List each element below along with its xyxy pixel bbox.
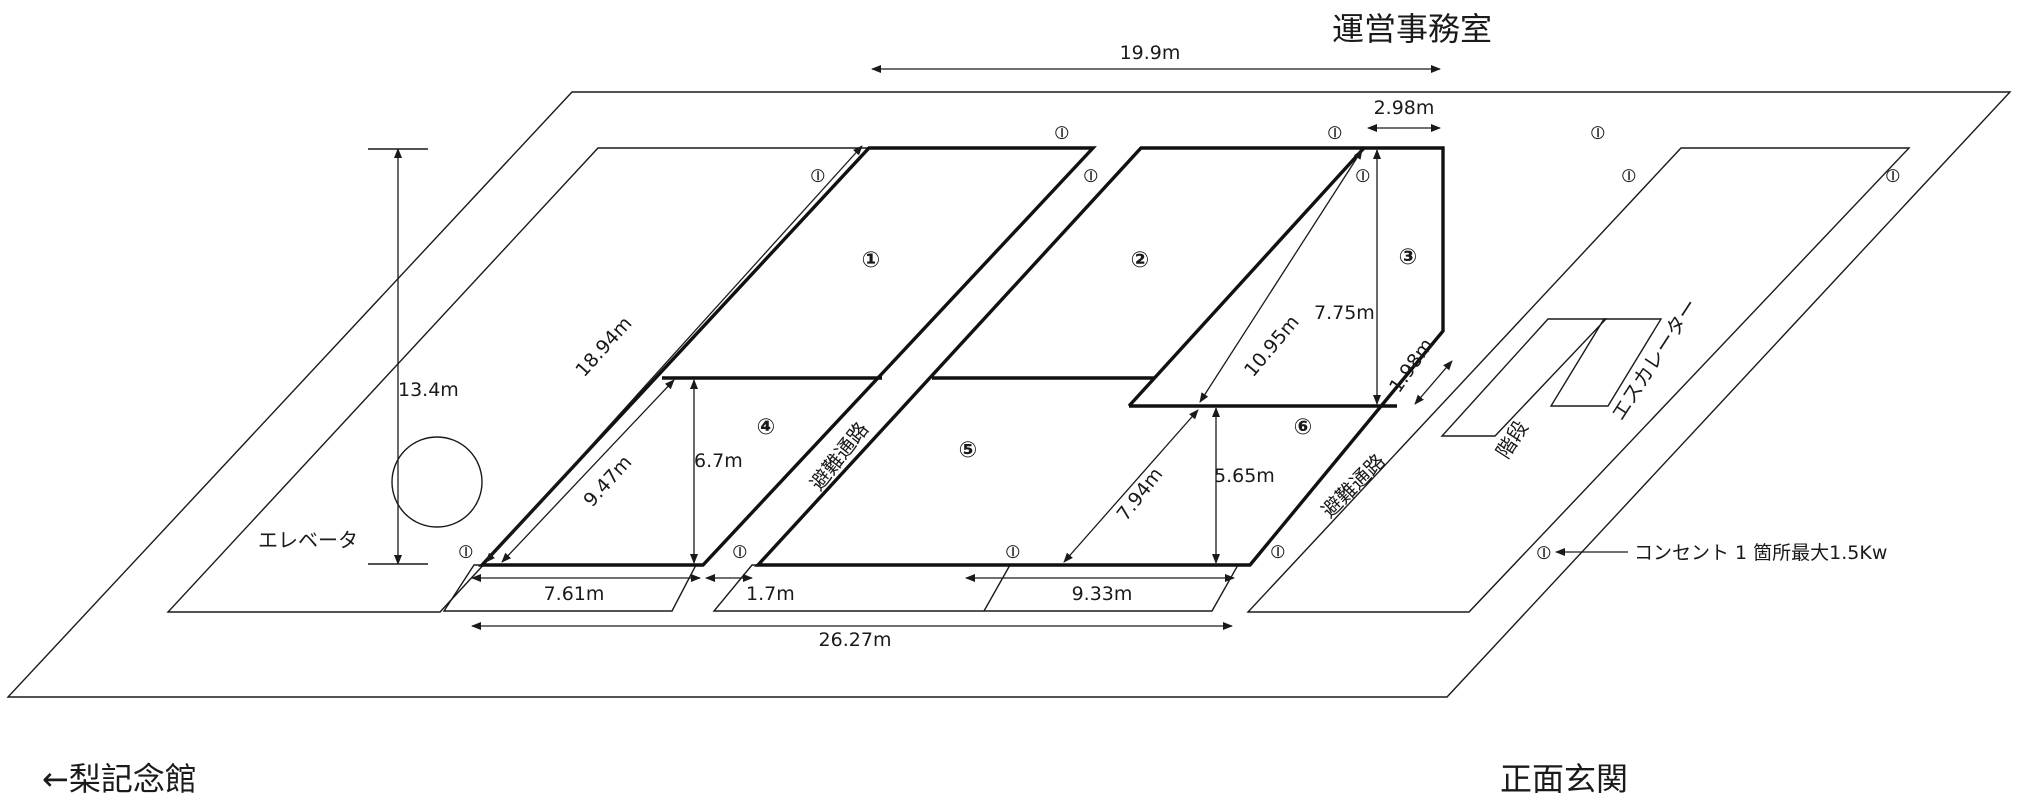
dim-total-width: 26.27m	[819, 629, 892, 651]
dim-left-diagonal: 18.94m	[571, 312, 636, 381]
dim-mid-diagonal: 10.95m	[1240, 311, 1304, 381]
dim-booth3-width: 2.98m	[1374, 97, 1435, 119]
stairs-escalator-zone	[1246, 147, 1911, 613]
outlet-icon: ⦶	[811, 165, 825, 187]
outlet-icon: ⦶	[1356, 165, 1370, 187]
outlet-icons: ⦶ ⦶ ⦶ ⦶ ⦶ ⦶ ⦶ ⦶ ⦶ ⦶ ⦶ ⦶ ⦶	[459, 122, 1900, 564]
booth-number-6: ⑥	[1294, 415, 1313, 440]
outlet-icon: ⦶	[733, 541, 747, 563]
outlet-legend-text: コンセント 1 箇所最大1.5Kw	[1634, 542, 1887, 564]
evacuation-route-label-2: 避難通路	[1317, 449, 1391, 523]
stairs-label: 階段	[1491, 416, 1533, 463]
dim-line-aisle-right	[1414, 360, 1453, 405]
dim-top-width: 19.9m	[1120, 42, 1181, 64]
outlet-icon: ⦶	[1886, 165, 1900, 187]
dim-booth4-diagonal: 9.47m	[579, 451, 636, 511]
booth-number-3: ③	[1399, 245, 1418, 270]
elevator-shaft-icon	[391, 436, 483, 528]
floor-outline	[6, 91, 2012, 698]
outlet-icon: ⦶	[1271, 541, 1285, 563]
office-label: 運営事務室	[1332, 10, 1492, 48]
dim-line-booth4-diagonal	[501, 379, 675, 563]
outlet-icon: ⦶	[1591, 122, 1605, 144]
booth-number-2: ②	[1131, 248, 1150, 273]
escalator-label: エスカレーター	[1606, 294, 1702, 424]
dim-booth4-width: 7.61m	[544, 583, 605, 605]
dim-line-mid-diagonal	[1199, 149, 1363, 403]
outlet-legend-icon: ⦶	[1537, 542, 1551, 564]
left-building-label: ←梨記念館	[42, 760, 197, 798]
escalator-outline	[1549, 318, 1663, 407]
elevator-label: エレベータ	[258, 528, 358, 552]
dim-booth6-height: 5.65m	[1214, 465, 1275, 487]
outlet-icon: ⦶	[1055, 122, 1069, 144]
dim-booth3-height: 7.75m	[1314, 302, 1375, 324]
booth-left-block	[478, 146, 1097, 567]
dim-booth6-diagonal: 7.94m	[1113, 464, 1168, 525]
outlet-icon: ⦶	[1622, 165, 1636, 187]
outlet-icon: ⦶	[1084, 165, 1098, 187]
evacuation-route-label-1: 避難通路	[805, 417, 873, 495]
booth-number-5: ⑤	[959, 438, 978, 463]
booth-number-1: ①	[862, 248, 881, 273]
dim-booth4-height: 6.7m	[694, 450, 743, 472]
strip-divider	[983, 564, 1011, 612]
entrance-label: 正面玄関	[1500, 760, 1628, 798]
outlet-icon: ⦶	[1006, 541, 1020, 563]
booth-number-4: ④	[757, 415, 776, 440]
dim-line-booth6-diagonal	[1063, 409, 1199, 563]
dim-aisle-left: 1.7m	[746, 583, 795, 605]
dim-elevator-height: 13.4m	[398, 379, 459, 401]
outlet-icon: ⦶	[1328, 122, 1342, 144]
dim-booth6-width: 9.33m	[1072, 583, 1133, 605]
outlet-icon: ⦶	[459, 541, 473, 563]
stairs-outline	[1440, 318, 1608, 437]
